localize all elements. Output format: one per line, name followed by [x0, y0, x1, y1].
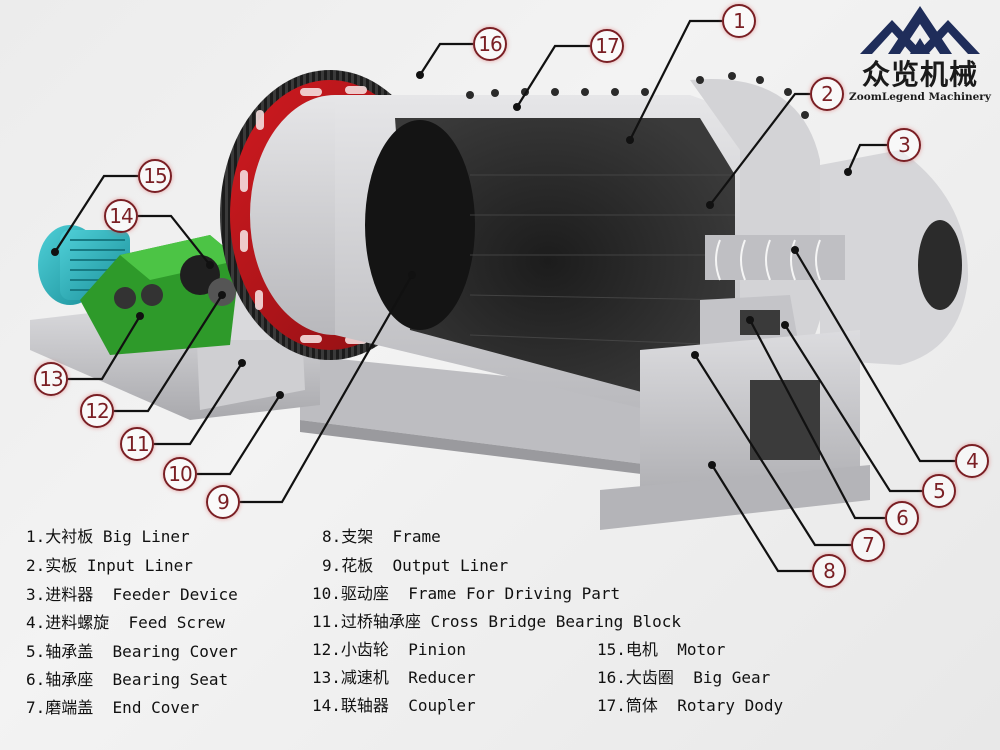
legend-label-cn: 进料螺旋 — [45, 613, 110, 632]
legend-number: 3. — [26, 585, 46, 604]
legend-label-cn: 驱动座 — [340, 584, 389, 603]
legend-item: 16.大齿圈 Big Gear — [597, 668, 770, 688]
legend-item: 7.磨端盖 End Cover — [26, 698, 199, 718]
legend-number: 11. — [312, 612, 341, 631]
legend-number: 8. — [322, 527, 342, 546]
callout-2: 2 — [810, 77, 844, 111]
legend-item: 11.过桥轴承座 Cross Bridge Bearing Block — [312, 612, 681, 632]
legend-item: 12.小齿轮 Pinion — [312, 640, 466, 660]
callout-17: 17 — [590, 29, 624, 63]
legend-label-en: Input Liner — [77, 556, 193, 575]
legend-item: 9.花板 Output Liner — [322, 556, 508, 576]
legend-item: 15.电机 Motor — [597, 640, 725, 660]
legend-item: 1.大衬板 Big Liner — [26, 527, 190, 547]
legend-label-en: Reducer — [388, 668, 476, 687]
legend-number: 5. — [26, 642, 46, 661]
legend-item: 2.实板 Input Liner — [26, 556, 193, 576]
callout-11: 11 — [120, 427, 154, 461]
legend-item: 8.支架 Frame — [322, 527, 441, 547]
callout-14: 14 — [104, 199, 138, 233]
mountain-peaks-logo-icon — [860, 6, 980, 54]
legend-label-cn: 轴承盖 — [45, 642, 94, 661]
legend-label-en: Motor — [657, 640, 726, 659]
legend-item: 13.减速机 Reducer — [312, 668, 476, 688]
legend-number: 12. — [312, 640, 341, 659]
legend-label-cn: 电机 — [625, 640, 658, 659]
legend-label-cn: 支架 — [341, 527, 374, 546]
legend-number: 13. — [312, 668, 341, 687]
legend-label-cn: 进料器 — [45, 585, 94, 604]
legend-number: 2. — [26, 556, 46, 575]
legend-number: 10. — [312, 584, 341, 603]
legend-label-cn: 大衬板 — [45, 527, 94, 546]
callout-6: 6 — [885, 501, 919, 535]
legend-label-en: Big Gear — [673, 668, 771, 687]
brand-logo: 众览机械 ZoomLegend Machinery — [845, 4, 995, 104]
legend-label-en: Feed Screw — [109, 613, 225, 632]
legend-number: 17. — [597, 696, 626, 715]
legend-label-cn: 小齿轮 — [340, 640, 389, 659]
legend-number: 4. — [26, 613, 46, 632]
brand-name-cn: 众览机械 — [861, 58, 978, 91]
legend-item: 17.筒体 Rotary Dody — [597, 696, 783, 716]
legend-label-en: Bearing Seat — [93, 670, 229, 689]
callout-9: 9 — [206, 485, 240, 519]
legend-number: 7. — [26, 698, 46, 717]
legend-item: 6.轴承座 Bearing Seat — [26, 670, 228, 690]
callout-16: 16 — [473, 27, 507, 61]
legend-label-en: Frame — [373, 527, 441, 546]
legend-label-en: Coupler — [388, 696, 476, 715]
legend-label-en: Bearing Cover — [93, 642, 238, 661]
legend-item: 3.进料器 Feeder Device — [26, 585, 238, 605]
callout-15: 15 — [138, 159, 172, 193]
legend-label-cn: 轴承座 — [45, 670, 94, 689]
legend-label-cn: 实板 — [45, 556, 78, 575]
legend-label-en: Rotary Dody — [657, 696, 784, 715]
legend-label-cn: 大齿圈 — [625, 668, 674, 687]
legend-label-en: Cross Bridge Bearing Block — [420, 612, 682, 631]
legend-item: 10.驱动座 Frame For Driving Part — [312, 584, 620, 604]
legend-label-en: Frame For Driving Part — [388, 584, 621, 603]
legend-number: 15. — [597, 640, 626, 659]
legend-number: 6. — [26, 670, 46, 689]
callout-5: 5 — [922, 474, 956, 508]
callout-8: 8 — [812, 554, 846, 588]
legend-number: 1. — [26, 527, 46, 546]
legend-label-cn: 筒体 — [625, 696, 658, 715]
legend-label-en: Feeder Device — [93, 585, 238, 604]
callout-12: 12 — [80, 394, 114, 428]
callout-13: 13 — [34, 362, 68, 396]
legend-label-cn: 过桥轴承座 — [340, 612, 421, 631]
callout-10: 10 — [163, 457, 197, 491]
legend-label-en: Big Liner — [93, 527, 190, 546]
legend-label-en: Pinion — [388, 640, 466, 659]
callout-1: 1 — [722, 4, 756, 38]
callout-4: 4 — [955, 444, 989, 478]
callout-7: 7 — [851, 528, 885, 562]
callout-3: 3 — [887, 128, 921, 162]
legend-number: 9. — [322, 556, 342, 575]
legend-label-cn: 花板 — [341, 556, 374, 575]
legend-label-en: Output Liner — [373, 556, 509, 575]
legend-number: 14. — [312, 696, 341, 715]
legend-label-cn: 磨端盖 — [45, 698, 94, 717]
brand-name-en: ZoomLegend Machinery — [849, 91, 991, 103]
legend-item: 4.进料螺旋 Feed Screw — [26, 613, 225, 633]
legend-number: 16. — [597, 668, 626, 687]
legend-item: 14.联轴器 Coupler — [312, 696, 476, 716]
legend-label-cn: 联轴器 — [340, 696, 389, 715]
legend-label-en: End Cover — [93, 698, 200, 717]
legend-label-cn: 减速机 — [340, 668, 389, 687]
legend-item: 5.轴承盖 Bearing Cover — [26, 642, 238, 662]
